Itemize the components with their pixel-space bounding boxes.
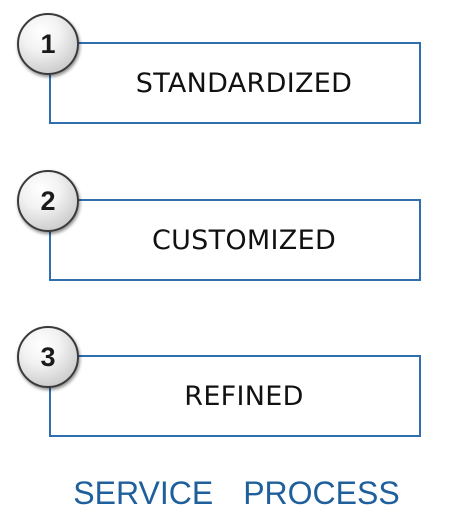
step-1-number-badge: 1 bbox=[17, 13, 79, 75]
footer-caption: SERVICE PROCESS bbox=[0, 475, 473, 512]
footer-word-service: SERVICE bbox=[73, 475, 214, 511]
step-3-number: 3 bbox=[40, 341, 56, 372]
step-2: CUSTOMIZED bbox=[49, 199, 421, 281]
step-2-number: 2 bbox=[40, 185, 56, 216]
step-2-number-badge: 2 bbox=[17, 170, 79, 232]
footer-word-process: PROCESS bbox=[243, 475, 400, 511]
step-3-number-badge: 3 bbox=[17, 326, 79, 388]
step-3: REFINED bbox=[49, 355, 421, 437]
step-3-label: REFINED bbox=[184, 380, 304, 412]
step-1-label: STANDARDIZED bbox=[135, 67, 353, 99]
step-1-number: 1 bbox=[40, 28, 56, 59]
step-2-label: CUSTOMIZED bbox=[151, 224, 337, 256]
step-1: STANDARDIZED bbox=[49, 42, 421, 124]
